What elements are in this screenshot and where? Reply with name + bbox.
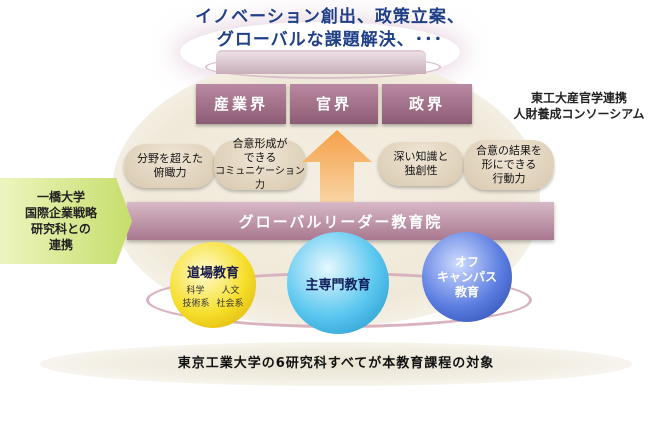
hito-line-2: 国際企業戦略 bbox=[24, 206, 97, 220]
bottom-band bbox=[40, 342, 632, 386]
sector-industry: 産業界 bbox=[196, 84, 286, 124]
ability-3-line-1: 深い知識と bbox=[393, 150, 449, 163]
off-campus-education: オフ キャンパス 教育 bbox=[422, 232, 512, 322]
up-arrow-icon bbox=[302, 130, 372, 206]
dojo-sub-humanities: 人文 bbox=[221, 285, 240, 296]
dojo-sub-2: 技術系 社会系 bbox=[183, 296, 244, 309]
ability-knowledge: 深い知識と 独創性 bbox=[378, 142, 464, 186]
roof bbox=[216, 50, 426, 74]
title-line-1: イノベーション創出、政策立案、 bbox=[195, 7, 465, 27]
dojo-sub-science: 科学 bbox=[186, 285, 205, 296]
ability-4-line-2: 形にできる bbox=[481, 158, 537, 171]
ability-4-line-3: 行動力 bbox=[492, 172, 526, 185]
ability-2-line-2: できる bbox=[243, 151, 277, 164]
dojo-sub-technology: 技術系 bbox=[182, 298, 210, 309]
off-line-2: キャンパス bbox=[436, 269, 497, 284]
consortium-line-1: 東工大産官学連携 bbox=[530, 91, 627, 105]
major-education: 主専門教育 bbox=[287, 232, 389, 334]
dojo-sub-social: 社会系 bbox=[216, 298, 244, 309]
ability-overview: 分野を超えた 俯瞰力 bbox=[124, 144, 216, 188]
ability-2-line-1: 合意形成が bbox=[232, 137, 288, 150]
title-line-2: グローバルな課題解決、･･･ bbox=[216, 30, 444, 50]
ability-3-line-2: 独創性 bbox=[404, 164, 438, 177]
sector-government: 官界 bbox=[290, 84, 378, 124]
hito-line-3: 研究科との bbox=[31, 222, 91, 236]
consortium-line-2: 人財養成コンソーシアム bbox=[513, 107, 645, 121]
major-label: 主専門教育 bbox=[305, 277, 371, 293]
ability-communication: 合意形成が できる コミュニケーション力 bbox=[214, 137, 306, 191]
dojo-sub-1: 科学 人文 bbox=[187, 283, 240, 296]
page-title: イノベーション創出、政策立案、 グローバルな課題解決、･･･ bbox=[170, 6, 490, 52]
ability-action: 合意の結果を 形にできる 行動力 bbox=[464, 140, 554, 190]
dojo-education: 道場教育 科学 人文 技術系 社会系 bbox=[170, 242, 256, 328]
hito-line-1: 一橋大学 bbox=[36, 190, 85, 204]
ability-1-line-2: 俯瞰力 bbox=[153, 166, 187, 179]
ability-1-line-1: 分野を超えた bbox=[137, 152, 203, 165]
ability-4-line-1: 合意の結果を bbox=[476, 144, 542, 157]
off-line-3: 教育 bbox=[454, 284, 479, 299]
hito-line-4: 連携 bbox=[48, 238, 73, 252]
bottom-caption: 東京工業大学の6研究科すべてが本教育課程の対象 bbox=[177, 356, 495, 371]
sector-politics: 政界 bbox=[382, 84, 472, 124]
dojo-label: 道場教育 bbox=[186, 265, 239, 281]
consortium-label: 東工大産官学連携 人財養成コンソーシアム bbox=[494, 90, 664, 122]
hitotsubashi-collaboration: 一橋大学 国際企業戦略 研究科との 連携 bbox=[0, 178, 132, 264]
off-line-1: オフ bbox=[454, 254, 479, 269]
ability-2-line-3: コミュニケーション力 bbox=[215, 166, 305, 191]
